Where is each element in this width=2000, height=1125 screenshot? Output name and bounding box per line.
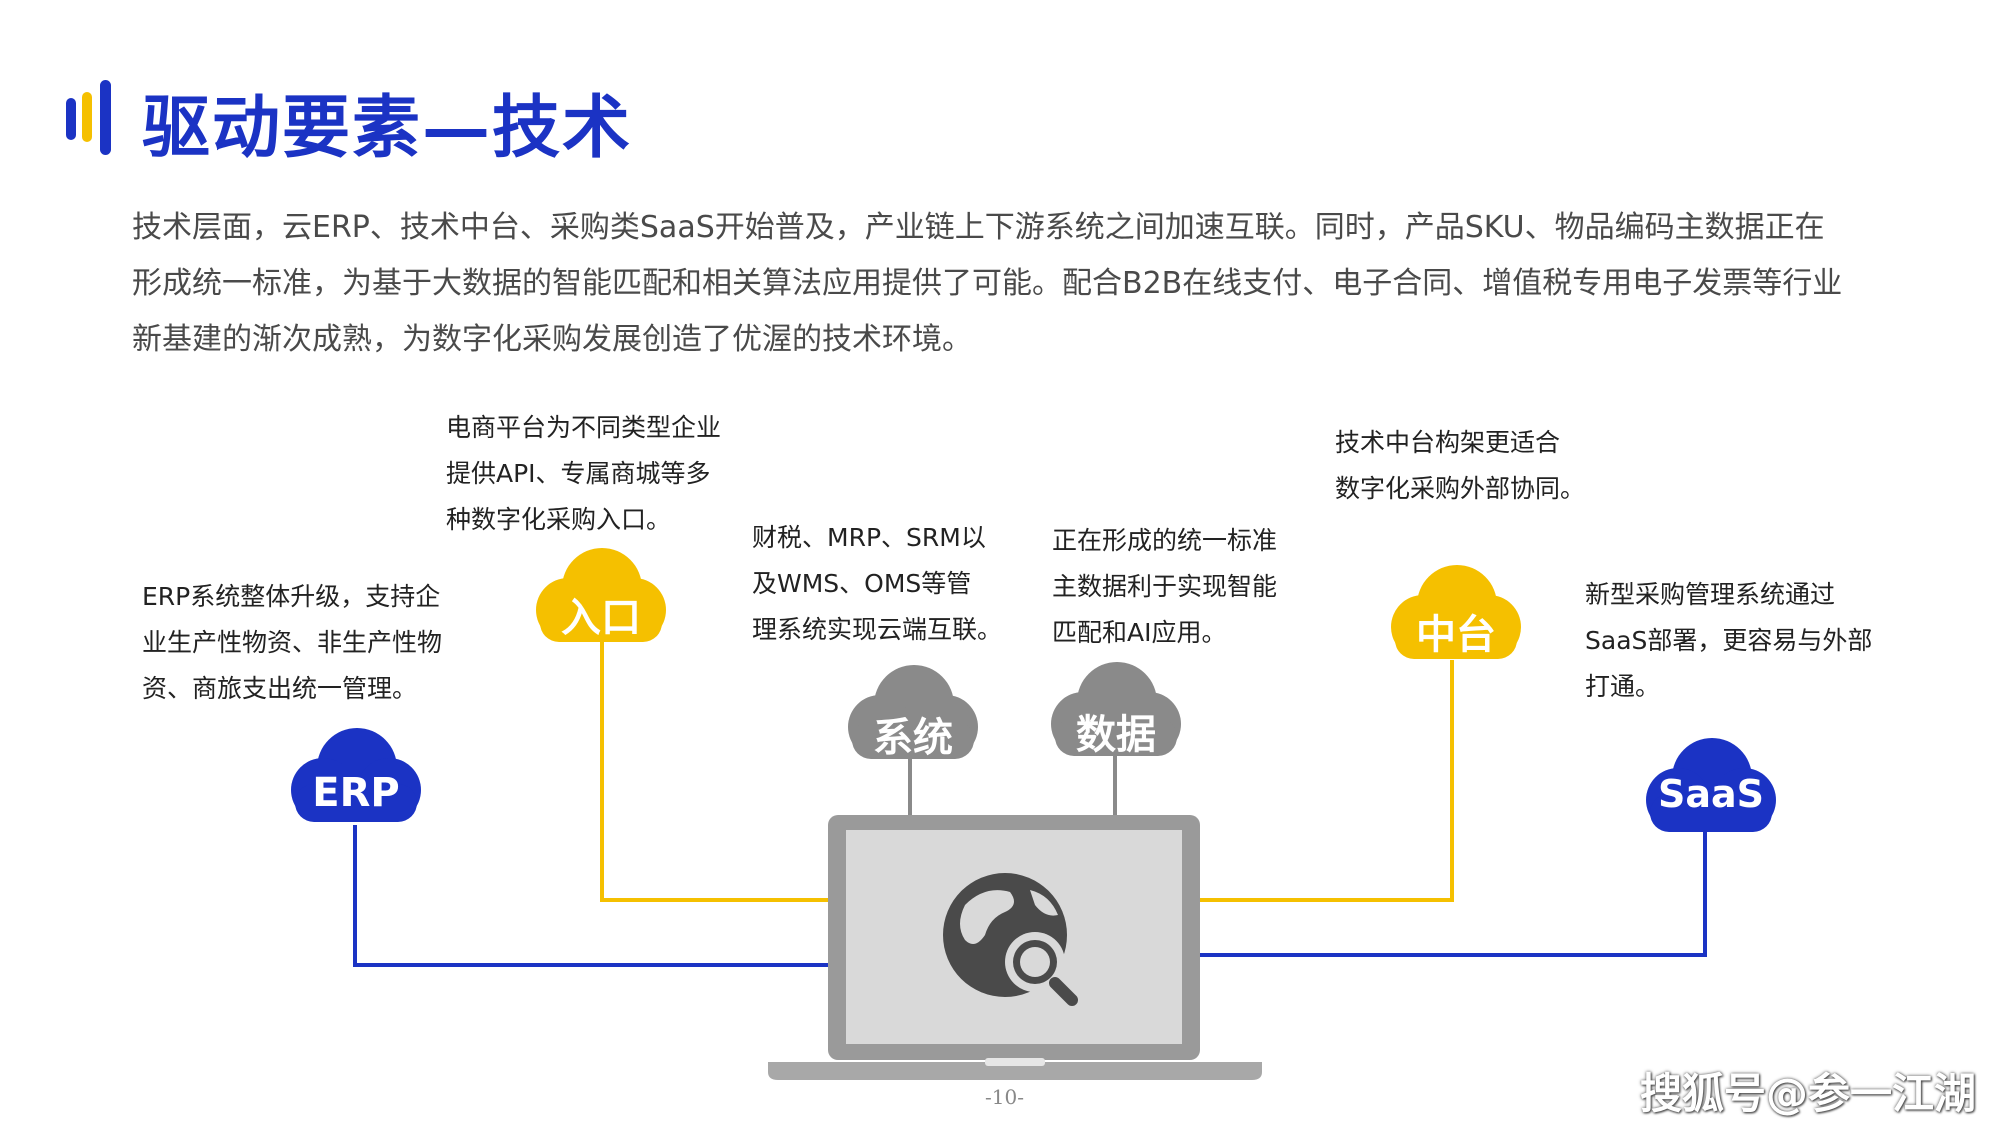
erp-description: ERP系统整体升级，支持企 业生产性物资、非生产性物 资、商旅支出统一管理。 bbox=[142, 574, 482, 712]
erp-connector bbox=[353, 825, 828, 967]
laptop-icon bbox=[768, 815, 1262, 1080]
entry-connector bbox=[600, 640, 828, 902]
middle-description: 技术中台构架更适合 数字化采购外部协同。 bbox=[1335, 420, 1635, 512]
data-description: 正在形成的统一标准 主数据利于实现智能 匹配和AI应用。 bbox=[1052, 518, 1322, 656]
intro-paragraph: 技术层面，云ERP、技术中台、采购类SaaS开始普及，产业链上下游系统之间加速互… bbox=[132, 200, 1902, 368]
desc-line: 电商平台为不同类型企业 bbox=[446, 413, 722, 442]
erp-label: ERP bbox=[312, 770, 400, 816]
globe-search-icon bbox=[943, 873, 1078, 1006]
title-bars-icon bbox=[66, 80, 122, 155]
middle-connector bbox=[1200, 660, 1454, 902]
intro-line: 形成统一标准，为基于大数据的智能匹配和相关算法应用提供了可能。配合B2B在线支付… bbox=[132, 266, 1843, 301]
desc-line: 财税、MRP、SRM以 bbox=[752, 523, 986, 552]
system-description: 财税、MRP、SRM以 及WMS、OMS等管 理系统实现云端互联。 bbox=[752, 515, 1042, 653]
desc-line: 新型采购管理系统通过 bbox=[1585, 580, 1836, 609]
saas-connector bbox=[1200, 825, 1707, 957]
desc-line: 及WMS、OMS等管 bbox=[752, 569, 972, 598]
desc-line: 种数字化采购入口。 bbox=[446, 505, 672, 534]
desc-line: 资、商旅支出统一管理。 bbox=[142, 674, 418, 703]
desc-line: 理系统实现云端互联。 bbox=[752, 615, 1003, 644]
desc-line: SaaS部署，更容易与外部 bbox=[1585, 626, 1873, 655]
intro-line: 技术层面，云ERP、技术中台、采购类SaaS开始普及，产业链上下游系统之间加速互… bbox=[132, 210, 1825, 245]
page-number: -10- bbox=[985, 1085, 1024, 1109]
entry-label: 入口 bbox=[561, 595, 641, 641]
entry-description: 电商平台为不同类型企业 提供API、专属商城等多 种数字化采购入口。 bbox=[446, 405, 766, 543]
desc-line: 主数据利于实现智能 bbox=[1052, 572, 1278, 601]
middle-label: 中台 bbox=[1416, 612, 1496, 658]
system-label: 系统 bbox=[873, 715, 953, 761]
desc-line: 提供API、专属商城等多 bbox=[446, 459, 711, 488]
desc-line: 业生产性物资、非生产性物 bbox=[142, 628, 443, 657]
page-title: 驱动要素—技术 bbox=[142, 88, 633, 168]
desc-line: 技术中台构架更适合 bbox=[1335, 428, 1561, 457]
desc-line: 匹配和AI应用。 bbox=[1052, 618, 1227, 647]
watermark: 搜狐号@参一江湖 bbox=[1640, 1069, 1977, 1118]
desc-line: 打通。 bbox=[1585, 672, 1661, 701]
saas-label: SaaS bbox=[1657, 772, 1765, 816]
desc-line: 正在形成的统一标准 bbox=[1052, 526, 1278, 555]
desc-line: ERP系统整体升级，支持企 bbox=[142, 582, 441, 611]
desc-line: 数字化采购外部协同。 bbox=[1335, 474, 1586, 503]
saas-description: 新型采购管理系统通过 SaaS部署，更容易与外部 打通。 bbox=[1585, 572, 1925, 710]
intro-line: 新基建的渐次成熟，为数字化采购发展创造了优渥的技术环境。 bbox=[132, 322, 972, 357]
data-label: 数据 bbox=[1076, 712, 1156, 758]
